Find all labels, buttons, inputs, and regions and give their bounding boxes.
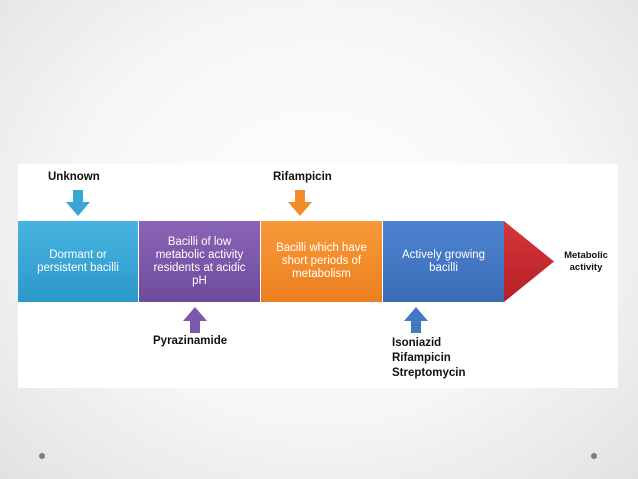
- label-drug-streptomycin: Streptomycin: [392, 367, 466, 379]
- segment-actively-growing: Actively growing bacilli: [383, 221, 504, 302]
- segment-low-activity-text: Bacilli of low metabolic activity reside…: [153, 235, 246, 287]
- segment-low-activity: Bacilli of low metabolic activity reside…: [139, 221, 260, 302]
- segment-dormant: Dormant or persistent bacilli: [18, 221, 138, 302]
- segment-dormant-text: Dormant or persistent bacilli: [37, 248, 119, 274]
- arrow-up-pyrazinamide-icon: [183, 307, 207, 333]
- arrow-head-icon: [504, 221, 554, 302]
- metabolic-activity-line2: activity: [569, 262, 603, 273]
- label-drug-rifampicin: Rifampicin: [392, 352, 451, 364]
- segment-actively-growing-text: Actively growing bacilli: [401, 248, 486, 274]
- arrow-down-unknown-icon: [66, 190, 90, 216]
- label-drug-isoniazid: Isoniazid: [392, 337, 442, 349]
- corner-dot-left: [39, 453, 45, 459]
- diagram-panel: Unknown Rifampicin Dormant or persistent…: [18, 164, 618, 388]
- label-unknown: Unknown: [48, 171, 100, 183]
- segment-short-periods: Bacilli which have short periods of meta…: [261, 221, 382, 302]
- arrow-down-rifampicin-icon: [288, 190, 312, 216]
- segment-short-periods-text: Bacilli which have short periods of meta…: [276, 242, 367, 280]
- metabolic-activity-line1: Metabolic: [564, 250, 608, 261]
- arrow-up-drugs-icon: [404, 307, 428, 333]
- label-pyrazinamide: Pyrazinamide: [153, 335, 228, 347]
- label-rifampicin-top: Rifampicin: [273, 171, 332, 183]
- metabolic-activity-label: Metabolic activity: [558, 250, 614, 274]
- corner-dot-right: [591, 453, 597, 459]
